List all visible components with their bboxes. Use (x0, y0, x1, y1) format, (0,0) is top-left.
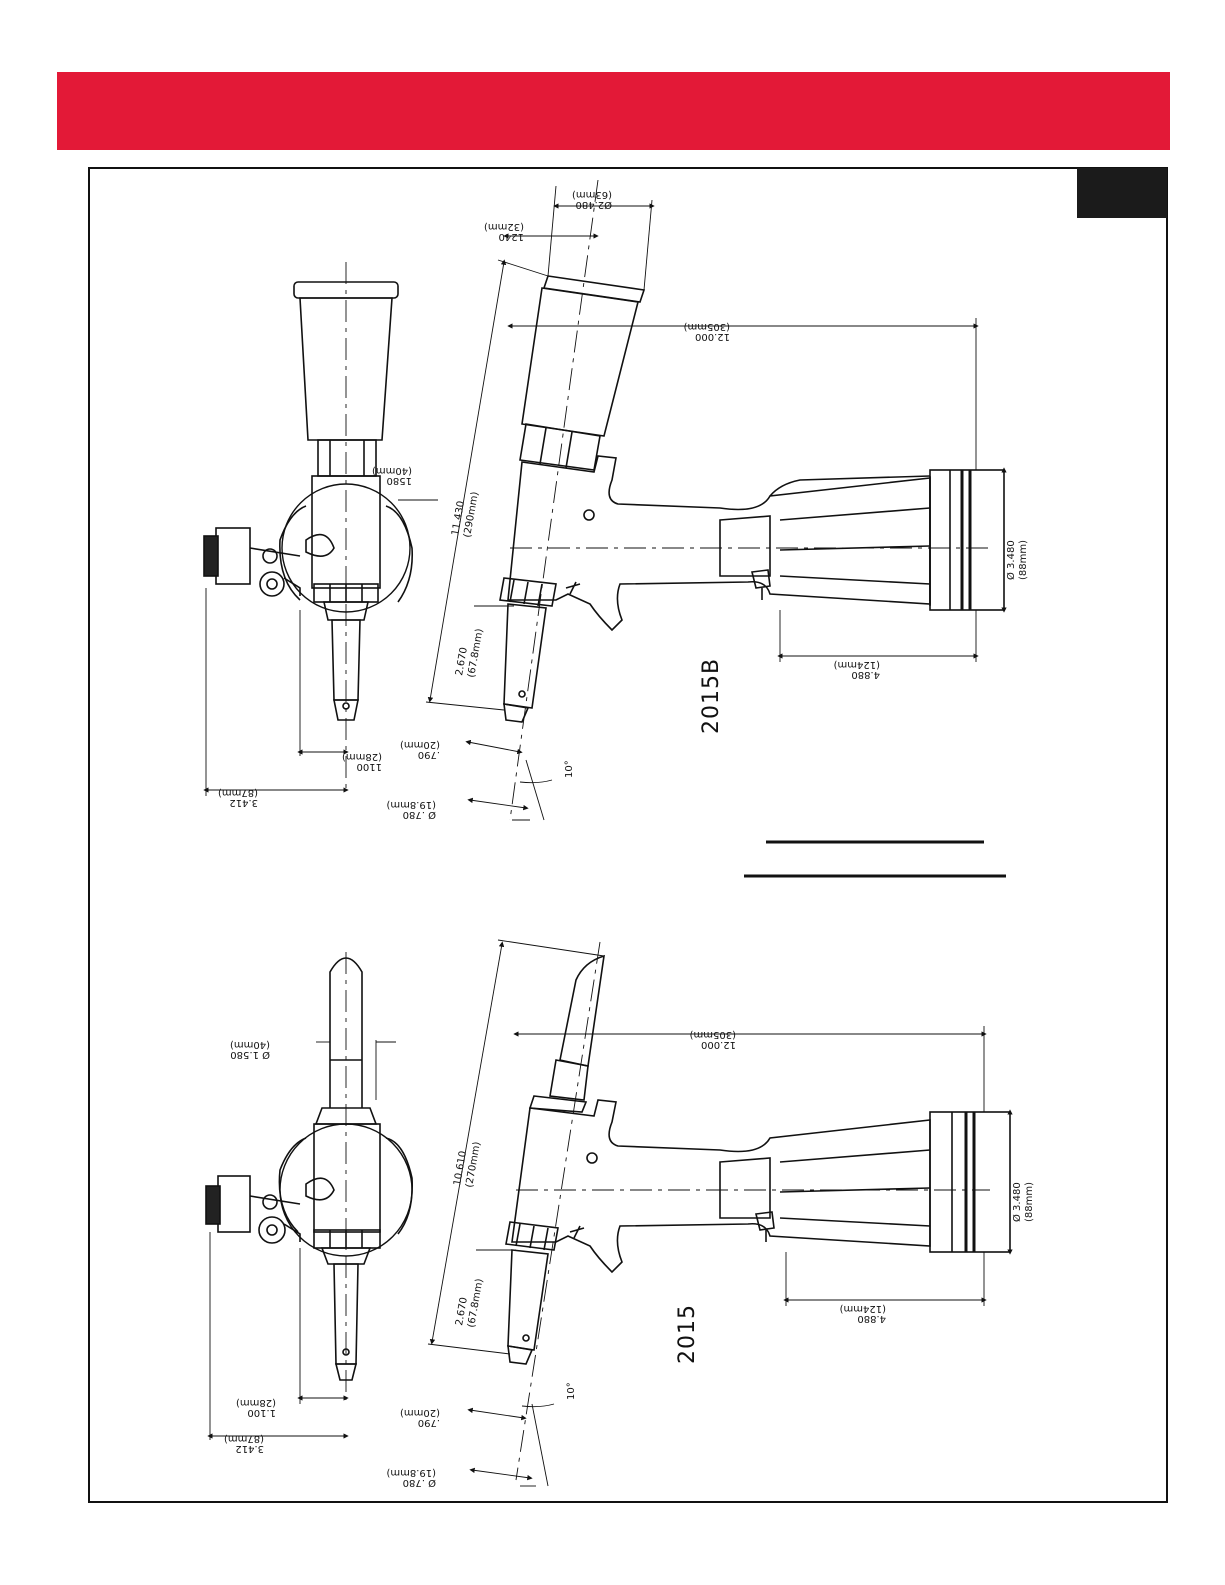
top-dim-3412: 3.412 (229, 797, 258, 808)
bottom-dim-4880-mm: (124mm) (840, 1303, 886, 1314)
bottom-dim-3412-mm: (87mm) (224, 1433, 264, 1444)
bottom-side-view (505, 941, 1011, 1481)
top-dim-2670: 2.670 (454, 646, 470, 676)
top-front-dims (203, 499, 438, 796)
top-dim-4880: 4.880 (851, 669, 880, 680)
top-dim-2480: Ø2.480 (576, 199, 613, 211)
top-dim-780-mm: (19.8mm) (386, 799, 436, 810)
top-dim-11430-mm: (290mm) (462, 491, 481, 539)
top-dim-3412-mm: (87mm) (218, 787, 258, 798)
bottom-drawing-labels: Ø 1.580 (40mm) 1.100 (28mm) 3.412 (87mm)… (224, 1029, 1035, 1489)
bottom-dim-1580: Ø 1.580 (230, 1049, 270, 1061)
bottom-dim-3480-mm: (88mm) (1024, 1182, 1035, 1222)
bottom-dim-1100-mm: (28mm) (236, 1397, 276, 1408)
bottom-dim-1100: 1.100 (247, 1407, 276, 1418)
top-drawing-labels: 1580 (40mm) 1100 (28mm) 3.412 (87mm) Ø2.… (218, 189, 1029, 821)
top-dim-4880-mm: (124mm) (834, 659, 880, 670)
header-band (57, 72, 1170, 150)
top-side-dims (425, 185, 1007, 821)
bottom-dim-4880: 4.880 (857, 1313, 886, 1324)
drawing-frame (88, 167, 1168, 1503)
top-dim-1240: 1240 (499, 231, 524, 242)
bottom-model-label: 2015 (675, 1304, 700, 1364)
bottom-dim-790: .790 (418, 1417, 440, 1428)
top-model-label: 2015B (699, 658, 724, 734)
bottom-dim-3480: Ø 3.480 (1011, 1182, 1023, 1222)
bottom-angle: 10° (566, 1382, 577, 1400)
bottom-dim-780: Ø .780 (403, 1477, 436, 1489)
top-drawing (203, 179, 1007, 821)
bottom-dim-10610-mm: (270mm) (464, 1141, 483, 1189)
bottom-dim-780-mm: (19.8mm) (386, 1467, 436, 1478)
top-angle: 10° (564, 760, 575, 778)
bottom-side-dims (427, 939, 1013, 1487)
top-dim-12000-mm: (305mm) (684, 321, 730, 332)
corner-tab (1077, 168, 1167, 218)
bottom-dim-12000-mm: (305mm) (690, 1029, 736, 1040)
top-dim-790: .790 (418, 749, 440, 760)
bottom-dim-1580-mm: (40mm) (230, 1039, 270, 1050)
bottom-front-view (205, 952, 414, 1400)
top-dim-790-mm: (20mm) (400, 739, 440, 750)
top-dim-3480: Ø 3.480 (1005, 540, 1017, 580)
top-side-view (499, 179, 1005, 821)
top-front-view (203, 262, 414, 790)
top-dim-1100-mm: (28mm) (342, 751, 382, 762)
top-dim-1100: 1100 (357, 761, 382, 772)
top-dim-1580: 1580 (387, 475, 412, 486)
bottom-drawing (205, 939, 1013, 1487)
top-dim-3480-mm: (88mm) (1018, 540, 1029, 580)
bottom-dim-790-mm: (20mm) (400, 1407, 440, 1418)
top-dim-1580-mm: (40mm) (372, 465, 412, 476)
top-dim-1240-mm: (32mm) (484, 221, 524, 232)
bottom-dim-3412: 3.412 (235, 1443, 264, 1454)
top-dim-2480-mm: (63mm) (572, 189, 612, 200)
bottom-front-dims (207, 1040, 396, 1440)
top-dim-780: Ø .780 (403, 809, 436, 821)
top-dim-12000: 12.000 (695, 331, 730, 342)
bottom-dim-12000: 12.000 (701, 1039, 736, 1050)
bottom-dim-2670: 2.670 (454, 1296, 470, 1326)
